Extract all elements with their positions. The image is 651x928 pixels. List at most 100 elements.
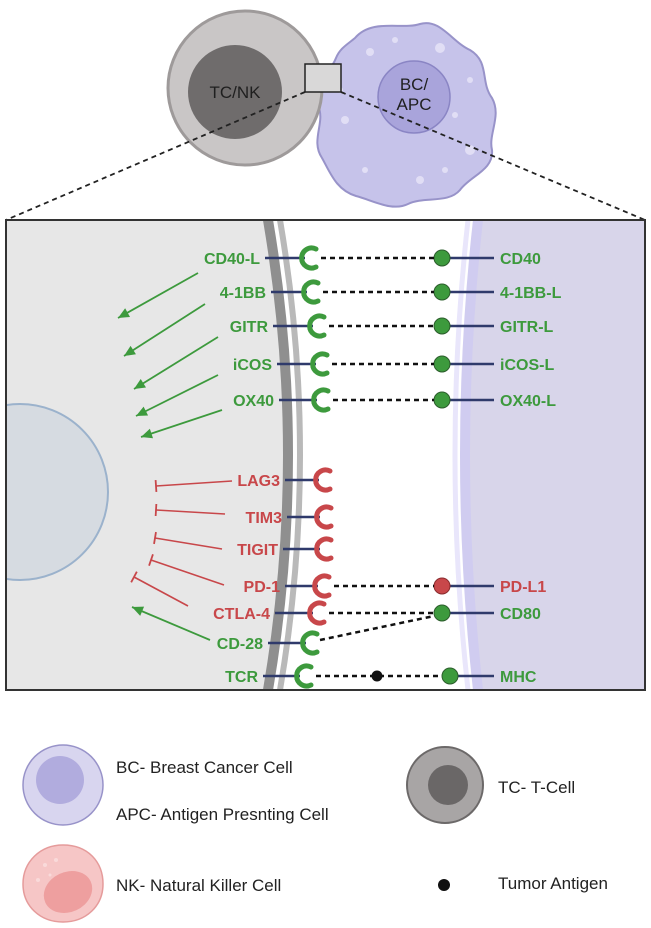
pair-tigit: TIGIT [237, 536, 334, 562]
receptor-cd40-l [299, 245, 319, 271]
activation-arrow-head [118, 308, 131, 318]
t-cell-membrane-outer [263, 220, 293, 690]
synapse-panel-border [5, 219, 646, 691]
ligand-mhc [441, 667, 459, 685]
legend-antigen-text: Tumor Antigen [498, 874, 608, 893]
receptor-label-icos: iCOS [233, 357, 272, 374]
ligand-group-4-1bb-l: 4-1BB-L [323, 283, 562, 302]
ligand-group-cd80: CD80 [329, 604, 541, 623]
bc-label-line2: APC [397, 95, 432, 114]
t-cell-membrane-inner [277, 220, 303, 690]
zoom-line-right [340, 91, 646, 221]
activation-arrow [131, 606, 211, 641]
tcell-label: TC/NK [210, 83, 262, 102]
ligand-group-cd40: CD40 [321, 249, 541, 268]
receptor-label-tim3: TIM3 [246, 510, 283, 527]
legend-cancer-nucleus-icon [36, 756, 84, 804]
cancer-cell-membrane-inner [452, 220, 471, 690]
receptor-tigit [314, 536, 334, 562]
activation-arrow-shaft [131, 606, 211, 641]
t-cell-nucleus-top [188, 45, 282, 139]
activation-arrow-head [141, 428, 154, 439]
activation-arrow [133, 336, 219, 390]
activation-arrow [117, 272, 199, 319]
pair-ox40: OX40 [233, 387, 331, 413]
inhibition-bar [130, 571, 189, 607]
activation-arrow-head [136, 406, 149, 416]
inhibition-bar-cap [154, 503, 158, 517]
ligand-label-ox40-l: OX40-L [500, 393, 556, 410]
pair-ctla-4: CTLA-4 [213, 600, 327, 626]
pair-lag3: LAG3 [237, 467, 333, 493]
inhibition-bar-cap [154, 479, 158, 493]
inhibition-bar [148, 554, 225, 586]
ligand-label-mhc: MHC [500, 669, 537, 686]
pair-tim3: TIM3 [246, 504, 334, 530]
activation-arrow-shaft [133, 336, 219, 390]
receptor-tcr [294, 663, 314, 689]
activation-arrow-shaft [140, 409, 223, 438]
zoom-line-left [5, 91, 306, 221]
ligand-group-ox40-l: OX40-L [333, 391, 556, 410]
cancer-cell-membrane-outer [460, 220, 483, 690]
cancer-cell-cytoplasm [465, 220, 645, 690]
ligand-pd-l1 [433, 577, 451, 595]
ligand-icos-l [433, 355, 451, 373]
ligand-4-1bb-l [433, 283, 451, 301]
legend-antigen-icon [438, 879, 450, 891]
receptor-icos [310, 351, 330, 377]
activation-arrow [123, 303, 206, 357]
legend-apc-text: APC- Antigen Presnting Cell [116, 805, 329, 824]
signal-arrows [117, 272, 233, 641]
pair-4-1bb: 4-1BB [220, 279, 321, 305]
ligand-label-cd40: CD40 [500, 251, 541, 268]
receptor-label-cd-28: CD-28 [217, 636, 263, 653]
overview: BC/ APC TC/NK [5, 9, 646, 221]
legend-t-cell-nucleus-icon [428, 765, 468, 805]
ligand-cd80 [433, 604, 451, 622]
activation-arrow-shaft [135, 374, 219, 417]
pair-pd-1: PD-1 [244, 573, 332, 599]
legend-tc-text: TC- T-Cell [498, 778, 575, 797]
receptor-label-lag3: LAG3 [237, 473, 280, 490]
activation-arrow-head [124, 345, 136, 356]
inhibition-bar [154, 479, 233, 493]
ligand-cd40 [433, 249, 451, 267]
pair-cd40-l: CD40-L [204, 245, 319, 271]
ligand-label-4-1bb-l: 4-1BB-L [500, 285, 562, 302]
ligand-label-pd-l1: PD-L1 [500, 579, 546, 596]
inhibition-bar-shaft [150, 559, 225, 586]
legend-nk-nucleus-icon [43, 871, 93, 913]
ligand-label-icos-l: iCOS-L [500, 357, 554, 374]
receptor-ctla-4 [307, 600, 327, 626]
ligand-ox40-l [433, 391, 451, 409]
inhibition-bar [153, 531, 223, 550]
ligand-group-icos-l: iCOS-L [332, 355, 554, 374]
inhibition-bar-cap [153, 531, 157, 545]
receptor-4-1bb [301, 279, 321, 305]
ligand-gitr-l [433, 317, 451, 335]
pair-icos: iCOS [233, 351, 330, 377]
ligand-group-gitr-l: GITR-L [329, 317, 554, 336]
binding-line-cd-28-cd80 [319, 614, 435, 642]
activation-arrow-shaft [123, 303, 206, 357]
tumor-antigen [371, 670, 383, 682]
receptor-tim3 [314, 504, 334, 530]
receptor-label-4-1bb: 4-1BB [220, 285, 266, 302]
receptor-label-gitr: GITR [230, 319, 269, 336]
activation-arrow [135, 374, 219, 417]
zoom-box [304, 63, 342, 93]
receptor-lag3 [313, 467, 333, 493]
receptor-pd-1 [312, 573, 332, 599]
inhibition-bar-shaft [155, 480, 233, 487]
receptor-label-pd-1: PD-1 [244, 579, 281, 596]
bc-label-line1: BC/ [400, 75, 429, 94]
activation-arrow-head [134, 378, 146, 389]
legend: BC- Breast Cancer Cell APC- Antigen Pres… [22, 744, 608, 923]
inhibition-bar [154, 503, 226, 517]
receptor-label-tigit: TIGIT [237, 542, 278, 559]
inhibition-bar-shaft [133, 576, 189, 607]
inhibition-bar-shaft [155, 509, 226, 515]
cancer-nucleus-top [377, 60, 451, 134]
receptor-gitr [307, 313, 327, 339]
